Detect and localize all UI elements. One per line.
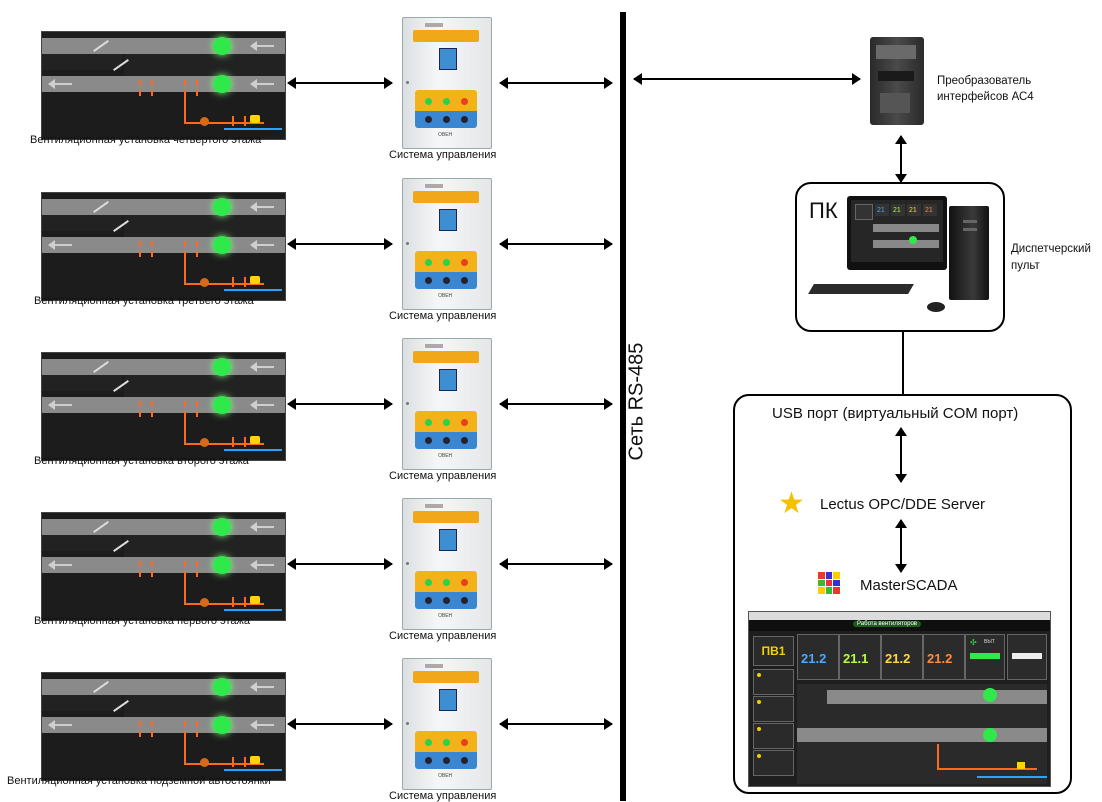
scada-reading-value: 21.2 [801,651,827,666]
bus-label: Сеть RS-485 [625,342,648,461]
scada-side-item [753,696,794,722]
scada-header-title: Работа вентиляторов [853,621,921,627]
bus-to-converter-arrow [633,73,861,85]
control-system-label: Система управления [389,630,497,642]
unit-to-cabinet-arrow [287,398,393,410]
scada-side-item [753,669,794,695]
converter-to-pc-arrow [895,135,907,183]
control-system-label: Система управления [389,790,497,802]
ventilation-unit-diagram [41,672,286,781]
opc-label: Lectus OPC/DDE Server [820,496,986,513]
control-cabinet: ОВЕН [402,338,492,470]
converter-device [870,37,924,125]
pc-to-usb-line [902,330,904,394]
scada-reading-card: 21.2 [923,634,965,680]
scada-unit-title: ПВ1 [753,636,794,666]
fan-icon [213,37,231,55]
cabinet-to-bus-arrow [499,718,613,730]
control-system-label: Система управления [389,149,497,161]
control-cabinet: ОВЕН [402,498,492,630]
fan-icon [213,716,231,734]
opc-to-scada-arrow [895,519,907,573]
scada-fan-label: ВЫТ [984,639,995,645]
usb-label: USB порт (виртуальный COM порт) [772,405,1019,422]
pc-box: ПК 21 21 21 21 [795,182,1005,332]
scada-fan-card: ✣ ВЫТ [965,634,1005,680]
star-icon: ★ [778,487,805,520]
fan-icon [213,678,231,696]
scada-label: MasterSCADA [860,577,958,594]
scada-reading-card: 21.2 [881,634,923,680]
scada-reading-card: 21.2 [797,634,839,680]
unit-to-cabinet-arrow [287,558,393,570]
ventilation-unit-diagram [41,512,286,621]
cabinet-to-bus-arrow [499,558,613,570]
fan-icon [213,556,231,574]
fan-icon [213,358,231,376]
cabinet-to-bus-arrow [499,398,613,410]
control-system-label: Система управления [389,310,497,322]
fan-icon [213,518,231,536]
ventilation-unit-label: Вентиляционная установка подземной автос… [7,775,271,787]
rs485-bus-line [620,12,626,801]
control-cabinet: ОВЕН [402,178,492,310]
usb-to-opc-arrow [895,427,907,483]
scada-reading-value: 21.1 [843,651,869,666]
ventilation-unit-diagram [41,31,286,140]
dispatcher-label: Диспетчерский пульт [1011,243,1091,272]
ventilation-unit-label: Вентиляционная установка второго этажа [34,455,249,467]
control-cabinet: ОВЕН [402,658,492,790]
fan-icon [213,236,231,254]
system-unit [949,206,989,300]
masterscada-cube-icon [818,572,840,594]
fan-level-bar [970,653,1000,659]
unit-to-cabinet-arrow [287,718,393,730]
ventilation-unit-label: Вентиляционная установка третьего этажа [34,295,254,307]
scada-ventilation-scheme [797,684,1047,784]
converter-label: Преобразователь интерфейсов АС4 [937,75,1034,103]
pc-label: ПК [809,198,838,223]
ventilation-unit-label: Вентиляционная установка первого этажа [34,615,250,627]
unit-to-cabinet-arrow [287,77,393,89]
ventilation-unit-diagram [41,192,286,301]
scada-side-item [753,723,794,749]
scada-menubar [749,612,1050,620]
fan-icon [213,396,231,414]
scada-side-item [753,750,794,776]
fan-icon [213,198,231,216]
scada-reading-value: 21.2 [927,651,953,666]
cabinet-to-bus-arrow [499,238,613,250]
scada-reading-value: 21.2 [885,651,911,666]
scada-damper-card [1007,634,1047,680]
ventilation-unit-diagram [41,352,286,461]
monitor: 21 21 21 21 [847,196,947,270]
cabinet-to-bus-arrow [499,77,613,89]
mouse [927,302,945,312]
keyboard [808,284,914,294]
fan-icon: ✣ [970,638,977,647]
unit-to-cabinet-arrow [287,238,393,250]
scada-reading-card: 21.1 [839,634,881,680]
control-system-label: Система управления [389,470,497,482]
fan-icon [213,75,231,93]
scada-screen: Работа вентиляторов ПВ1 21.2 21.1 21.2 21.2… [748,611,1051,787]
ventilation-unit-label: Вентиляционная установка четвертого этаж… [30,134,262,146]
control-cabinet: ОВЕН [402,17,492,149]
